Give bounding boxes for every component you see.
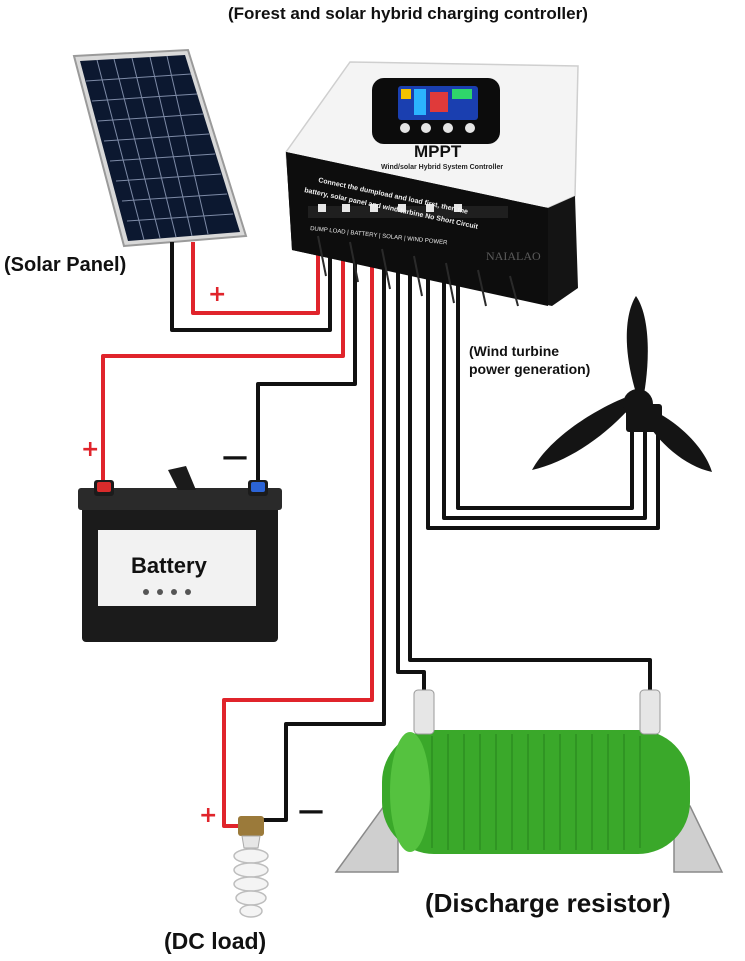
battery-minus-sign: — [222, 442, 248, 472]
controller-watermark: NAIALAO [486, 249, 541, 263]
wind-turbine-label-line2: power generation) [469, 361, 591, 377]
load-positive-wire [222, 210, 374, 828]
wind-turbine-icon [532, 296, 712, 472]
battery-label: Battery [131, 553, 208, 578]
dumpload-wire-2 [408, 210, 652, 690]
wind-turbine-label: (Wind turbine power generation) [469, 342, 590, 378]
solar-negative-wire [170, 210, 332, 332]
solar-panel-icon [72, 48, 248, 248]
light-bulb-icon [233, 816, 269, 918]
discharge-resistor-icon [334, 689, 724, 873]
dc-load-label: (DC load) [164, 928, 267, 954]
solar-panel-label: (Solar Panel) [4, 254, 127, 276]
load-negative-wire [262, 210, 386, 822]
dumpload-wire-1 [396, 210, 426, 690]
battery-positive-wire [101, 210, 345, 483]
solar-positive-wire [191, 210, 320, 315]
wind-wire-3 [456, 210, 634, 510]
discharge-resistor-label: (Discharge resistor) [425, 888, 671, 918]
wind-wire-2 [442, 210, 647, 520]
controller-unit: MPPT Wind/solar Hybrid System Controller… [285, 61, 579, 307]
controller-brand: MPPT [414, 142, 462, 161]
solar-plus-sign: + [208, 282, 227, 307]
battery-icon: Battery [78, 466, 282, 642]
controller-subtitle: Wind/solar Hybrid System Controller [381, 164, 503, 171]
wires [101, 210, 660, 828]
diagram-title: (Forest and solar hybrid charging contro… [228, 4, 588, 23]
wind-turbine-label-line1: (Wind turbine [469, 343, 560, 359]
load-plus-sign: + [199, 803, 218, 828]
load-minus-sign: — [298, 796, 324, 826]
battery-negative-wire [256, 210, 357, 483]
battery-plus-sign: + [81, 437, 100, 462]
wind-wire-1 [426, 210, 660, 530]
